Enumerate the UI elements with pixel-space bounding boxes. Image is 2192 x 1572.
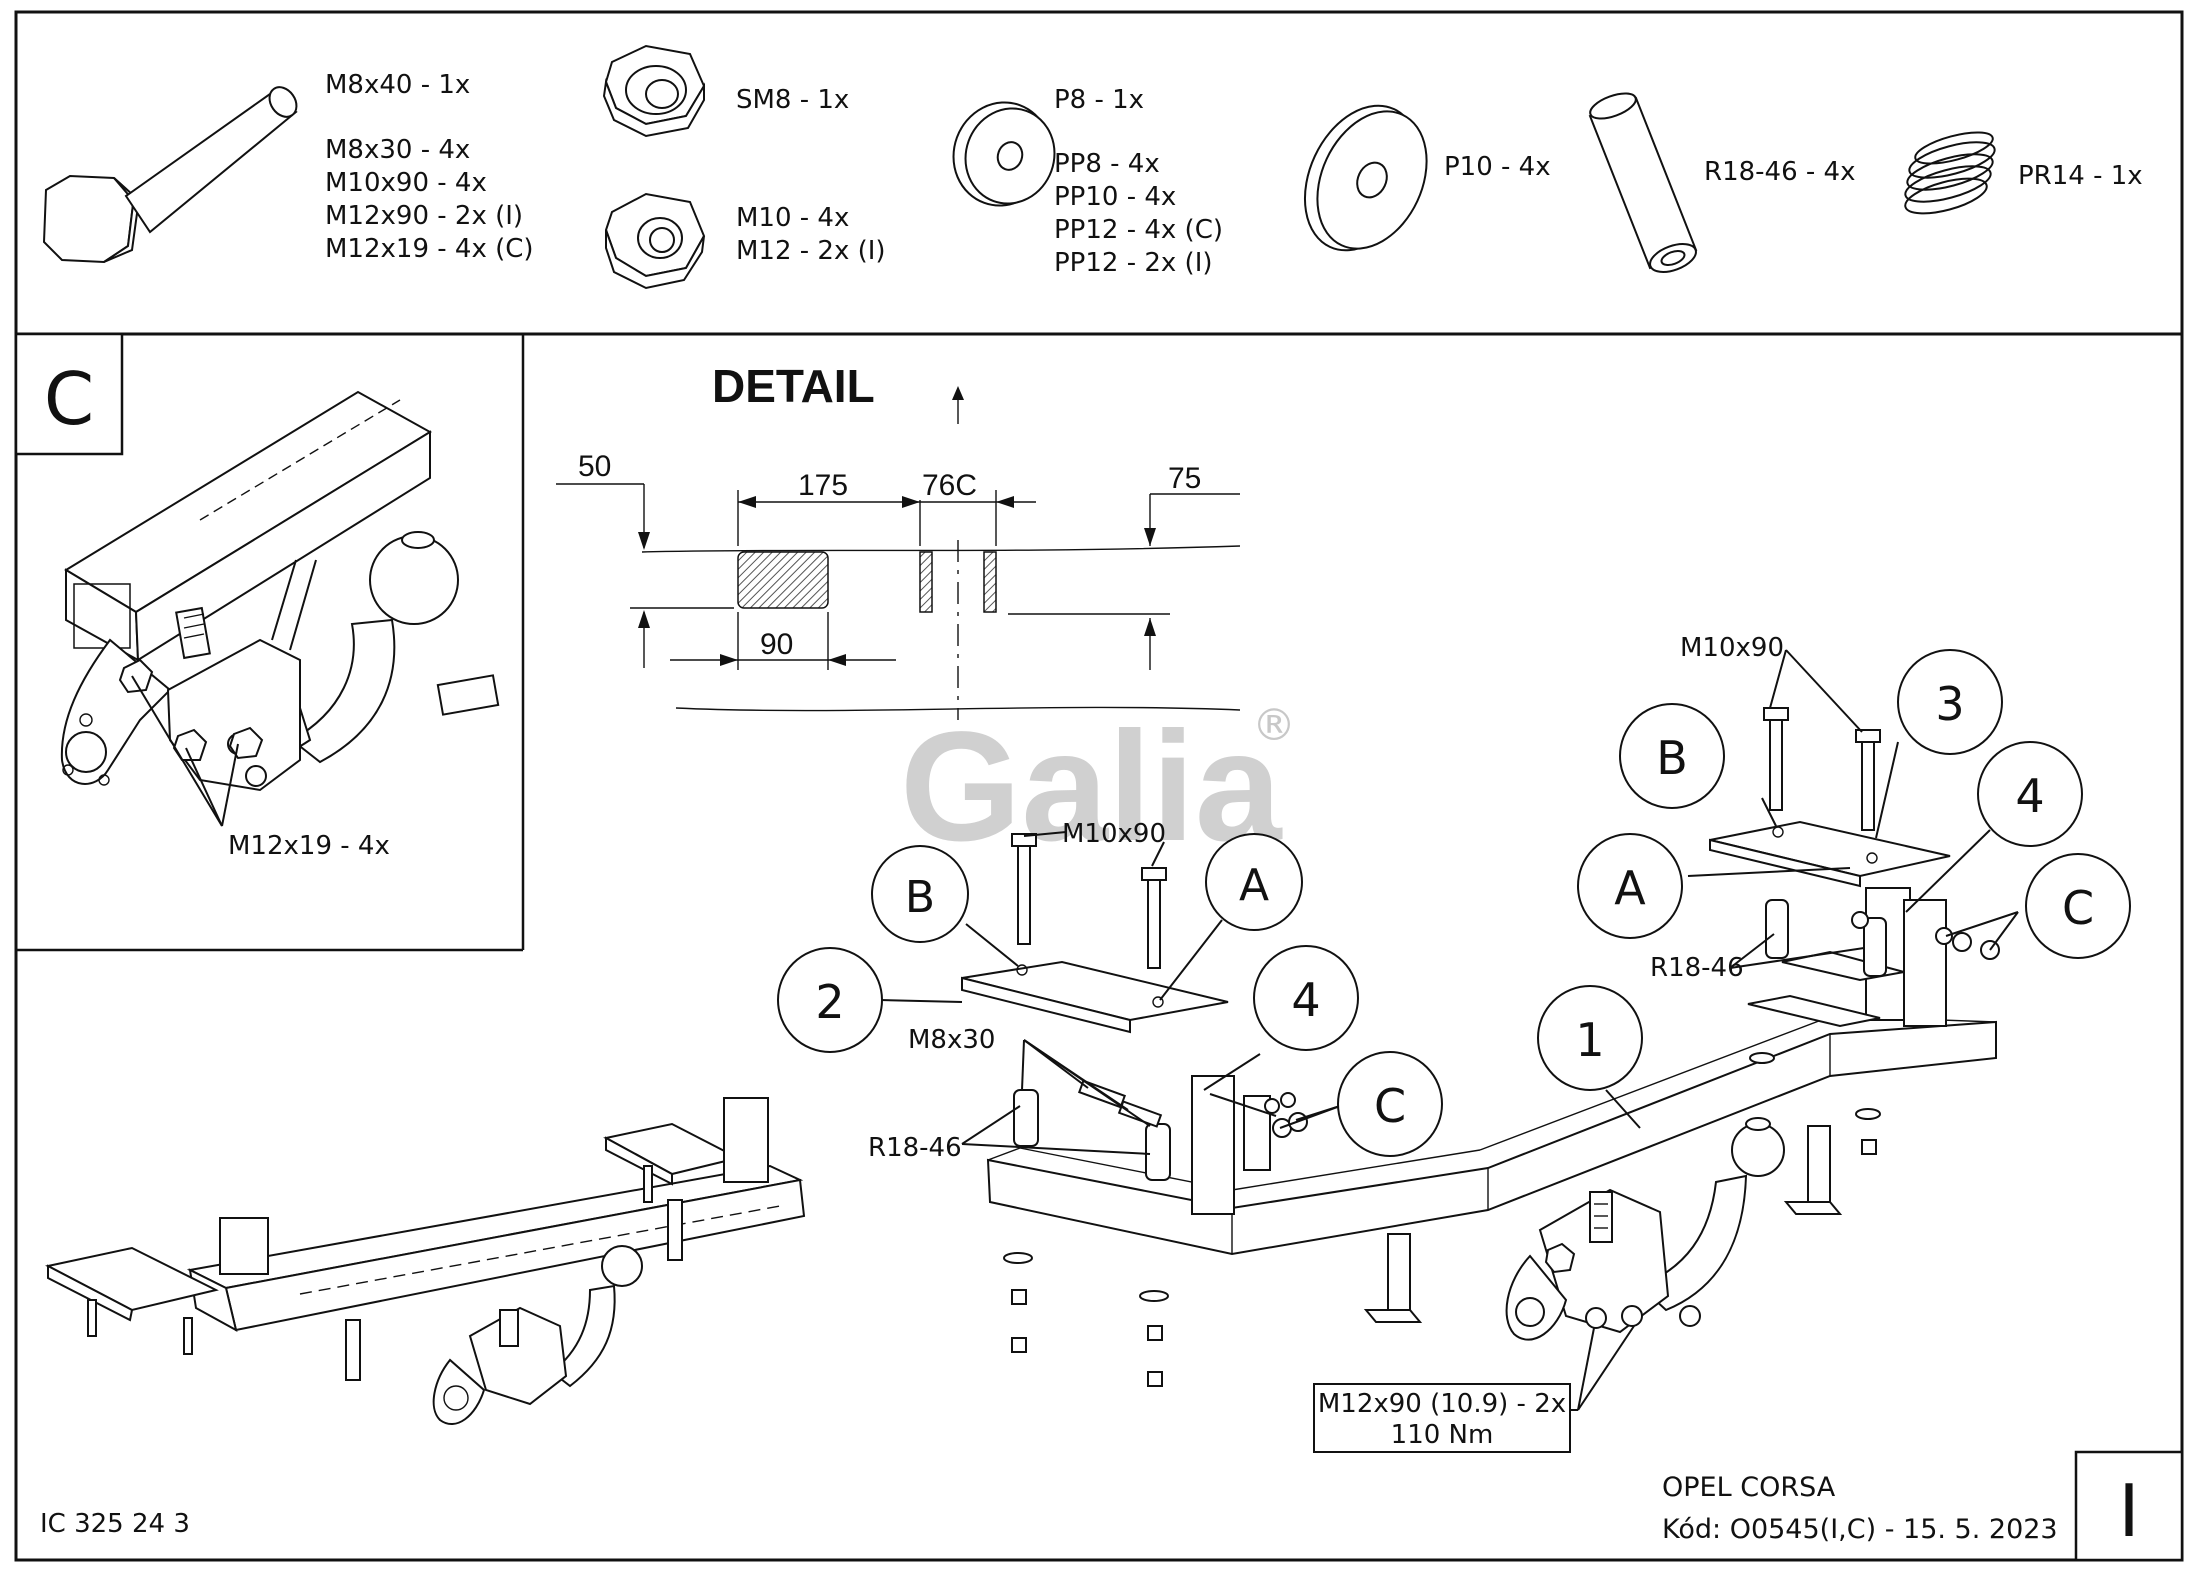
part-label-sm8: SM8 - 1x	[736, 85, 849, 115]
variant-letter: I	[2118, 1469, 2139, 1553]
callout-a-right	[1577, 833, 1683, 939]
leader-c-3	[221, 743, 239, 827]
dim-90: 90	[760, 628, 793, 661]
label-m10x90-left: M10x90	[1062, 819, 1166, 849]
bolt-icon	[42, 86, 298, 264]
main-assembly-view	[961, 707, 2000, 1387]
lock-nut-icon	[602, 44, 706, 138]
callout-b-right-text: B	[1656, 731, 1688, 785]
torque-value-label: 110 Nm	[1391, 1420, 1494, 1450]
callout-4-left	[1253, 945, 1359, 1051]
callout-c-left	[1337, 1051, 1443, 1157]
detail-section: DETAIL 50 175 76C 75	[556, 360, 1241, 720]
dim-76c: 76C	[922, 469, 977, 502]
outer-frame	[14, 10, 2184, 1562]
callout-2-text: 2	[815, 975, 844, 1029]
part-label-pp12i: PP12 - 2x (I)	[1054, 248, 1213, 278]
panel-c: C	[14, 332, 525, 952]
part-label-r1846: R18-46 - 4x	[1704, 157, 1855, 187]
callout-leaders	[879, 649, 2019, 1411]
dim-50: 50	[578, 450, 611, 483]
callout-3	[1897, 649, 2003, 755]
panel-c-bolt-label: M12x19 - 4x	[228, 831, 390, 861]
callout-4-left-text: 4	[1291, 973, 1320, 1027]
kod-label: Kód: O0545(I,C) - 15. 5. 2023	[1662, 1514, 2058, 1545]
callout-1	[1537, 985, 1643, 1091]
callout-2	[777, 947, 883, 1053]
part-label-pp10: PP10 - 4x	[1054, 182, 1176, 212]
small-assembly-view	[45, 1097, 806, 1426]
part-label-m8x30: M8x30 - 4x	[325, 135, 470, 165]
callout-c-right-text: C	[2062, 881, 2094, 935]
callout-4-right	[1977, 741, 2083, 847]
part-label-pr14: PR14 - 1x	[2018, 161, 2143, 191]
part-label-pp8: PP8 - 4x	[1054, 149, 1160, 179]
part-label-pp12c: PP12 - 4x (C)	[1054, 215, 1223, 245]
part-label-p8: P8 - 1x	[1054, 85, 1144, 115]
panel-c-letter-box	[14, 332, 124, 456]
washer-large-icon	[1303, 104, 1428, 252]
galia-registered-mark: ®	[1252, 700, 1296, 751]
label-m10x90-right: M10x90	[1680, 633, 1784, 663]
leader-c-2	[185, 747, 223, 827]
callout-b-right	[1619, 703, 1725, 809]
spacer-tube-icon	[1588, 92, 1698, 273]
drawing-code: IC 325 24 3	[40, 1509, 190, 1539]
callout-a-left-text: A	[1239, 860, 1269, 911]
callout-a-right-text: A	[1614, 861, 1646, 915]
dim-75: 75	[1168, 462, 1201, 495]
callout-b-left-text: B	[905, 872, 935, 923]
hex-nut-icon	[604, 192, 706, 290]
torque-bolt-label: M12x90 (10.9) - 2x	[1318, 1389, 1566, 1419]
detail-title: DETAIL	[712, 360, 875, 412]
part-label-m10x90: M10x90 - 4x	[325, 168, 487, 198]
part-label-m10: M10 - 4x	[736, 203, 849, 233]
callout-3-text: 3	[1935, 677, 1964, 731]
hatched-section	[737, 551, 829, 609]
label-r1846-right: R18-46	[1650, 953, 1744, 983]
part-label-m8x40: M8x40 - 1x	[325, 70, 470, 100]
panel-c-letter: C	[44, 357, 94, 441]
washer-small-icon	[952, 101, 1056, 207]
callout-c-right	[2025, 853, 2131, 959]
callout-c-left-text: C	[1374, 1079, 1406, 1133]
dim-175: 175	[798, 469, 848, 502]
label-r1846-left: R18-46	[868, 1133, 962, 1163]
spring-icon	[1904, 131, 1996, 215]
callout-a-left	[1205, 833, 1303, 931]
callout-b-left	[871, 845, 969, 943]
side-bracket-c	[60, 559, 317, 792]
part-label-p10: P10 - 4x	[1444, 152, 1551, 182]
callout-4-right-text: 4	[2015, 769, 2044, 823]
leader-c-1	[131, 675, 223, 827]
label-m8x30: M8x30	[908, 1025, 995, 1055]
callout-1-text: 1	[1575, 1013, 1604, 1067]
variant-box	[2074, 1450, 2184, 1562]
part-label-m12x90: M12x90 - 2x (I)	[325, 201, 523, 231]
vehicle-name: OPEL CORSA	[1662, 1472, 1836, 1503]
galia-watermark: Galia	[900, 700, 1283, 874]
part-label-m12: M12 - 2x (I)	[736, 236, 886, 266]
part-label-m12x19: M12x19 - 4x (C)	[325, 234, 534, 264]
torque-box	[1313, 1383, 1571, 1453]
